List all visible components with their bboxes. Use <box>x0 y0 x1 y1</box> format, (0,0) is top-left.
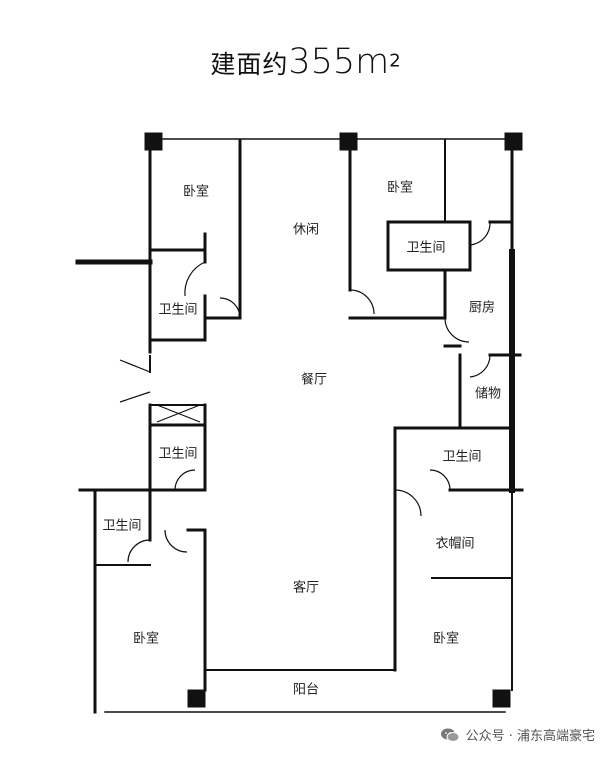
room-label-bathroom-e: 卫生间 <box>442 449 482 465</box>
room-label-bathroom-n: 卫生间 <box>406 240 446 256</box>
door-entry <box>119 359 151 403</box>
column-sw <box>187 689 206 708</box>
room-label-bathroom-w1: 卫生间 <box>158 302 198 318</box>
door-storage <box>469 354 491 378</box>
door-kitchen-lower <box>444 317 470 343</box>
plan-title: 建面约355m2 <box>0 42 611 82</box>
room-label-bedroom-se: 卧室 <box>432 631 460 647</box>
watermark: 公众号 · 浦东高端豪宅 <box>440 725 595 744</box>
column-n <box>339 132 358 151</box>
room-label-dining: 餐厅 <box>300 372 328 388</box>
room-label-living: 客厅 <box>292 580 320 596</box>
room-label-bathroom-w2: 卫生间 <box>158 446 198 462</box>
room-label-leisure: 休闲 <box>292 222 320 238</box>
room-label-balcony: 阳台 <box>292 682 320 698</box>
title-area: 355m <box>288 42 390 82</box>
room-label-bathroom-sw: 卫生间 <box>102 518 142 534</box>
wechat-icon <box>440 728 460 742</box>
door-kitchen <box>469 221 491 246</box>
door-bedroom-sw <box>164 529 188 553</box>
door-bath1 <box>184 261 206 297</box>
title-prefix: 建面约 <box>210 50 289 79</box>
walls <box>75 132 524 714</box>
column-se <box>492 689 511 708</box>
door-entry-cross <box>156 404 201 423</box>
column-nw <box>144 132 163 151</box>
column-ne <box>504 132 523 151</box>
door-bath-sw <box>127 539 151 563</box>
room-label-closet: 衣帽间 <box>435 536 475 552</box>
room-label-bedroom-n: 卧室 <box>386 180 414 196</box>
door-leisure-right <box>349 289 375 315</box>
watermark-text: 公众号 · 浦东高端豪宅 <box>465 729 595 744</box>
door-closet <box>394 489 422 517</box>
room-label-kitchen: 厨房 <box>468 300 496 316</box>
room-label-storage: 储物 <box>474 386 502 402</box>
room-label-bedroom-nw: 卧室 <box>182 184 210 200</box>
door-bath-e <box>429 469 451 491</box>
door-leisure-left <box>219 297 241 319</box>
room-label-bedroom-sw: 卧室 <box>132 631 160 647</box>
title-superscript: 2 <box>389 50 401 72</box>
door-bath-w2 <box>174 469 196 491</box>
doors <box>119 221 491 563</box>
